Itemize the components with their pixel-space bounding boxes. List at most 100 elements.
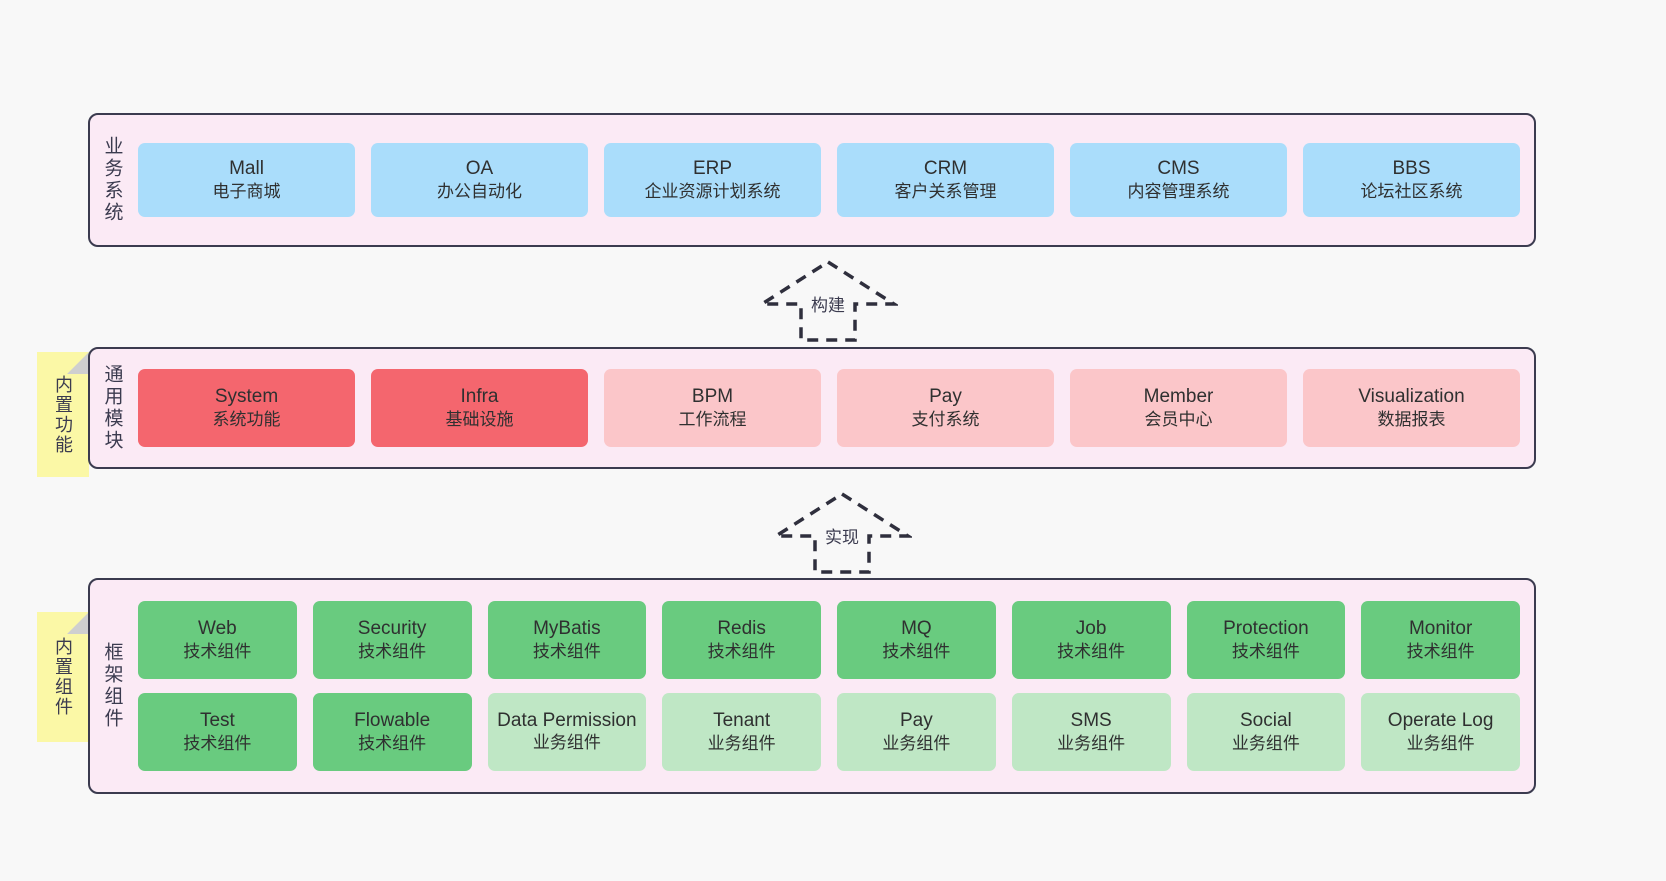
card-security-title: Security xyxy=(357,618,427,640)
card-flowable[interactable]: Flowable 技术组件 xyxy=(312,693,472,771)
card-test-subtitle: 技术组件 xyxy=(183,734,252,754)
card-sms-title: SMS xyxy=(1070,710,1112,732)
framework-row-business: Test 技术组件 Flowable 技术组件 Data Permission … xyxy=(138,693,1520,771)
card-crm-title: CRM xyxy=(923,158,968,180)
card-job-title: Job xyxy=(1075,618,1107,640)
card-crm-subtitle: 客户关系管理 xyxy=(894,182,997,202)
card-job-subtitle: 技术组件 xyxy=(1057,642,1126,662)
card-infra[interactable]: Infra 基础设施 xyxy=(371,369,588,447)
framework-row-technical: Web 技术组件 Security 技术组件 MyBatis 技术组件 Redi… xyxy=(138,601,1520,679)
card-bpm-subtitle: 工作流程 xyxy=(678,410,747,430)
card-bbs-subtitle: 论坛社区系统 xyxy=(1360,182,1463,202)
card-tenant-subtitle: 业务组件 xyxy=(707,734,776,754)
layer-business-systems: 业务系统 Mall 电子商城 OA 办公自动化 ERP 企业资源计划系统 CRM xyxy=(88,113,1536,247)
card-member-title: Member xyxy=(1143,386,1214,408)
card-crm[interactable]: CRM 客户关系管理 xyxy=(837,143,1054,217)
card-pay-component-subtitle: 业务组件 xyxy=(882,734,951,754)
card-oa-title: OA xyxy=(465,158,494,180)
business-systems-row: Mall 电子商城 OA 办公自动化 ERP 企业资源计划系统 CRM 客户关系… xyxy=(138,143,1520,217)
card-infra-subtitle: 基础设施 xyxy=(445,410,514,430)
layer-business-systems-label: 业务系统 xyxy=(101,136,123,224)
card-data-permission-subtitle: 业务组件 xyxy=(532,732,601,752)
sticky-note-builtin-features-label: 内置功能 xyxy=(53,374,73,455)
card-tenant[interactable]: Tenant 业务组件 xyxy=(662,693,821,771)
card-pay-component[interactable]: Pay 业务组件 xyxy=(837,693,996,771)
card-operate-log-title: Operate Log xyxy=(1387,710,1494,732)
layer-common-modules-label: 通用模块 xyxy=(101,364,123,452)
card-cms-title: CMS xyxy=(1157,158,1200,180)
sticky-note-builtin-components-label: 内置组件 xyxy=(53,637,73,717)
card-social-subtitle: 业务组件 xyxy=(1231,734,1300,754)
card-mybatis[interactable]: MyBatis 技术组件 xyxy=(487,601,647,679)
layer-framework-components-label: 框架组件 xyxy=(101,642,123,730)
card-flowable-subtitle: 技术组件 xyxy=(358,734,427,754)
card-test-title: Test xyxy=(199,710,235,732)
card-bbs[interactable]: BBS 论坛社区系统 xyxy=(1303,143,1520,217)
card-erp-subtitle: 企业资源计划系统 xyxy=(644,182,781,202)
card-data-permission[interactable]: Data Permission 业务组件 xyxy=(487,693,647,771)
card-social[interactable]: Social 业务组件 xyxy=(1186,693,1346,771)
card-redis-title: Redis xyxy=(717,618,766,640)
layer-common-modules-body: System 系统功能 Infra 基础设施 BPM 工作流程 Pay 支付系统… xyxy=(134,349,1534,467)
connector-build-label: 构建 xyxy=(809,291,847,316)
card-bpm-title: BPM xyxy=(691,386,734,408)
card-oa[interactable]: OA 办公自动化 xyxy=(371,143,588,217)
card-redis-subtitle: 技术组件 xyxy=(707,642,776,662)
card-infra-title: Infra xyxy=(460,386,499,408)
layer-business-systems-body: Mall 电子商城 OA 办公自动化 ERP 企业资源计划系统 CRM 客户关系… xyxy=(134,115,1534,245)
common-modules-row: System 系统功能 Infra 基础设施 BPM 工作流程 Pay 支付系统… xyxy=(138,369,1520,447)
card-bpm[interactable]: BPM 工作流程 xyxy=(604,369,821,447)
sticky-note-builtin-components: 内置组件 xyxy=(37,612,89,742)
card-mall[interactable]: Mall 电子商城 xyxy=(138,143,355,217)
card-test[interactable]: Test 技术组件 xyxy=(138,693,297,771)
connector-implement-arrow xyxy=(772,491,912,574)
card-pay-module[interactable]: Pay 支付系统 xyxy=(837,369,1054,447)
card-web-title: Web xyxy=(198,618,237,640)
layer-framework-components-body: Web 技术组件 Security 技术组件 MyBatis 技术组件 Redi… xyxy=(134,580,1534,792)
card-visualization[interactable]: Visualization 数据报表 xyxy=(1303,369,1520,447)
sticky-note-builtin-features: 内置功能 xyxy=(37,352,89,477)
card-mq-subtitle: 技术组件 xyxy=(882,642,951,662)
card-protection-subtitle: 技术组件 xyxy=(1231,642,1300,662)
card-member[interactable]: Member 会员中心 xyxy=(1070,369,1287,447)
card-web[interactable]: Web 技术组件 xyxy=(138,601,297,679)
card-pay-component-title: Pay xyxy=(900,710,933,732)
card-system[interactable]: System 系统功能 xyxy=(138,369,355,447)
connector-implement: 实现 xyxy=(772,490,912,576)
card-mq[interactable]: MQ 技术组件 xyxy=(837,601,996,679)
layer-common-modules: 通用模块 System 系统功能 Infra 基础设施 BPM 工作流程 Pay xyxy=(88,347,1536,469)
connector-build: 构建 xyxy=(758,258,898,344)
card-monitor-title: Monitor xyxy=(1408,618,1473,640)
card-redis[interactable]: Redis 技术组件 xyxy=(662,601,821,679)
card-oa-subtitle: 办公自动化 xyxy=(437,182,522,202)
card-erp-title: ERP xyxy=(692,158,733,180)
card-security[interactable]: Security 技术组件 xyxy=(312,601,472,679)
card-security-subtitle: 技术组件 xyxy=(358,642,427,662)
card-job[interactable]: Job 技术组件 xyxy=(1011,601,1171,679)
card-protection[interactable]: Protection 技术组件 xyxy=(1186,601,1346,679)
card-data-permission-title: Data Permission xyxy=(497,709,637,731)
card-pay-module-title: Pay xyxy=(929,386,962,408)
connector-implement-label: 实现 xyxy=(823,523,861,548)
card-visualization-subtitle: 数据报表 xyxy=(1377,410,1446,430)
card-monitor[interactable]: Monitor 技术组件 xyxy=(1361,601,1520,679)
card-flowable-title: Flowable xyxy=(354,710,431,732)
card-cms[interactable]: CMS 内容管理系统 xyxy=(1070,143,1287,217)
card-operate-log-subtitle: 业务组件 xyxy=(1406,734,1475,754)
card-pay-module-subtitle: 支付系统 xyxy=(911,410,980,430)
card-erp[interactable]: ERP 企业资源计划系统 xyxy=(604,143,821,217)
card-social-title: Social xyxy=(1240,710,1292,732)
card-mybatis-subtitle: 技术组件 xyxy=(532,642,601,662)
card-operate-log[interactable]: Operate Log 业务组件 xyxy=(1361,693,1520,771)
card-cms-subtitle: 内容管理系统 xyxy=(1127,182,1230,202)
card-member-subtitle: 会员中心 xyxy=(1144,410,1213,430)
card-sms-subtitle: 业务组件 xyxy=(1057,734,1126,754)
connector-build-arrow xyxy=(758,259,898,342)
card-mybatis-title: MyBatis xyxy=(533,618,601,640)
card-monitor-subtitle: 技术组件 xyxy=(1406,642,1475,662)
card-bbs-title: BBS xyxy=(1392,158,1431,180)
card-mall-subtitle: 电子商城 xyxy=(212,182,281,202)
card-web-subtitle: 技术组件 xyxy=(183,642,252,662)
card-sms[interactable]: SMS 业务组件 xyxy=(1011,693,1171,771)
